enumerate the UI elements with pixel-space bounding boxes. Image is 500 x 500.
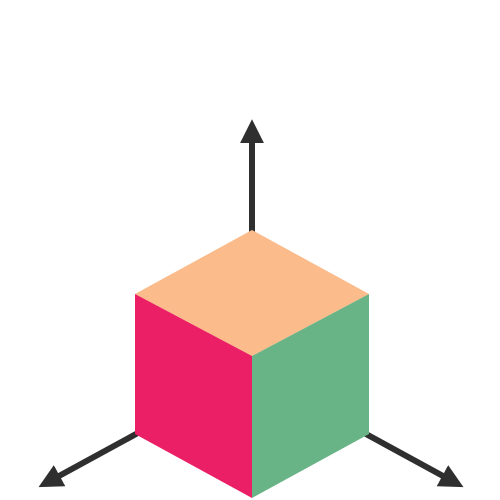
- axis-down-left-arrow: [38, 431, 139, 488]
- cube-top-face: [135, 230, 369, 356]
- axis-down-right-arrow: [363, 431, 464, 488]
- cube-left-face: [135, 294, 252, 498]
- cube-right-face: [252, 294, 369, 498]
